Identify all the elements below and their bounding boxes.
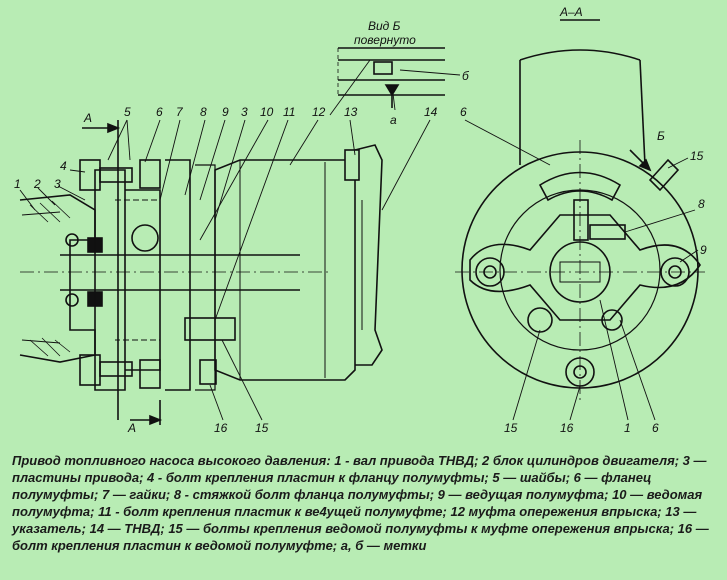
figure-caption: Привод топливного насоса высокого давлен… [12,453,709,553]
view-b-inset [337,47,445,108]
longitudinal-section [19,59,461,426]
callout-r-9: 9 [700,243,707,257]
callout-6: 6 [156,105,163,119]
callout-1: 1 [14,177,21,191]
callout-8: 8 [200,105,207,119]
callout-5: 5 [124,105,131,119]
callout-11: 11 [283,105,295,119]
callout-4: 4 [60,159,67,173]
view-b-title: Вид Б [368,19,401,33]
section-a-a-title: А–А [559,5,583,19]
callout-r-15: 15 [690,149,704,163]
caption-box: Привод топливного насоса высокого давлен… [4,446,723,576]
arrow-b-label: Б [657,129,665,143]
callout-r-16: 16 [560,421,574,435]
callout-r-6b: 6 [652,421,659,435]
callout-12: 12 [312,105,326,119]
arrow-a-bottom-label: А [127,421,136,435]
view-b-subtitle: повернуто [354,33,416,47]
callout-7: 7 [176,105,184,119]
callout-r-8: 8 [698,197,705,211]
callout-10: 10 [260,105,274,119]
arrow-a-top-label: А [83,111,92,125]
callout-3b: 3 [241,105,248,119]
section-a-a [455,19,705,421]
callout-3: 3 [54,177,61,191]
mark-a-label: а [390,113,397,127]
callout-15: 15 [255,421,269,435]
callout-r-15b: 15 [504,421,518,435]
callout-13: 13 [344,105,358,119]
callout-2: 2 [33,177,41,191]
callout-r-1: 1 [624,421,631,435]
callout-r-6: 6 [460,105,467,119]
fuel-pump-drive-diagram: Вид Б повернуто б а А–А А А Б 1 2 3 4 5 … [14,5,707,435]
callout-16: 16 [214,421,228,435]
callout-9: 9 [222,105,229,119]
mark-b-label: б [462,69,470,83]
callout-14: 14 [424,105,438,119]
